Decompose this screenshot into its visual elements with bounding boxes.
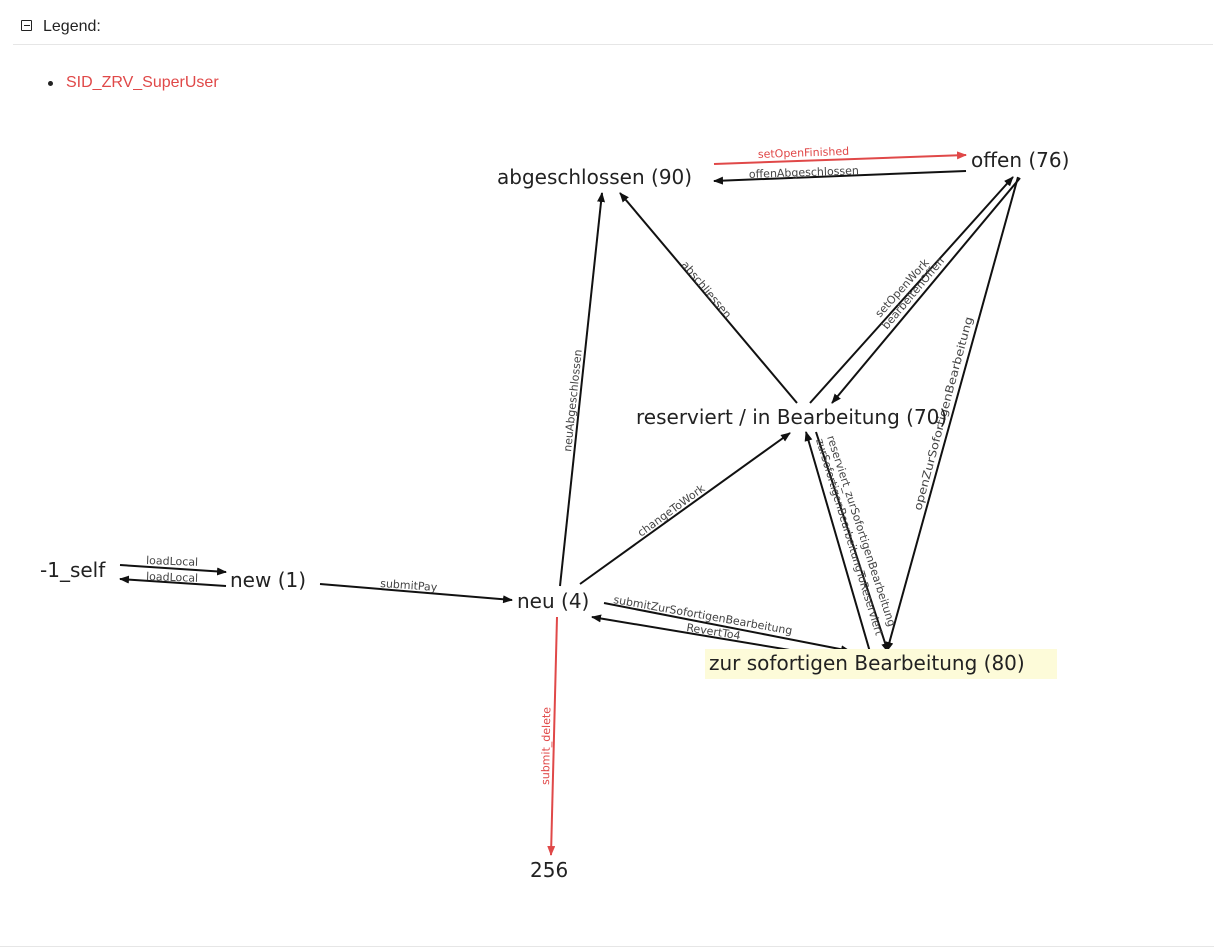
node-reserviert[interactable]: reserviert / in Bearbeitung (70) (636, 405, 947, 429)
legend-item-superuser[interactable]: SID_ZRV_SuperUser (48, 74, 219, 92)
node-offen[interactable]: offen (76) (971, 148, 1069, 172)
label-changeToWork: changeToWork (635, 482, 708, 540)
label-loadLocal-2: loadLocal (146, 570, 198, 585)
node-highlight-bg (705, 649, 1057, 679)
edge-bearbeitenOffen[interactable] (831, 177, 1021, 404)
edge-abschliessen[interactable] (619, 192, 798, 404)
edge-loadLocal-self-to-new[interactable] (119, 564, 227, 576)
edge-loadLocal-new-to-self[interactable] (119, 575, 227, 587)
label-submitPay: submitPay (380, 577, 438, 594)
edge-submitPay[interactable] (319, 583, 513, 604)
node-256[interactable]: 256 (530, 858, 568, 882)
edge-changeToWork[interactable] (579, 432, 791, 585)
legend-list: SID_ZRV_SuperUser (48, 74, 219, 92)
edge-offenAbgeschlossen[interactable] (713, 170, 967, 185)
edge-setOpenWork[interactable] (809, 176, 1014, 404)
edge-setOpenFinished[interactable] (713, 151, 967, 165)
label-submitDelete: submit_delete (539, 707, 553, 785)
node-abgeschlossen[interactable]: abgeschlossen (90) (497, 165, 692, 189)
bottom-divider (0, 946, 1214, 947)
label-setOpenFinished: setOpenFinished (758, 145, 850, 161)
label-sofort-to-reserviert: zurSofortigenBearbeitungToReserviert (813, 437, 886, 637)
label-neuAbgeschlossen: neuAbgeschlossen (561, 349, 585, 453)
node-self[interactable]: -1_self (40, 558, 106, 582)
edge-reserviert-to-sofort[interactable] (815, 431, 890, 653)
node-sofort[interactable]: zur sofortigen Bearbeitung (80) (709, 651, 1025, 675)
edge-sofort-to-reserviert[interactable] (804, 431, 871, 653)
collapse-icon[interactable] (21, 20, 32, 31)
node-new[interactable]: new (1) (230, 568, 306, 592)
label-loadLocal-1: loadLocal (146, 554, 198, 569)
label-offenAbgeschlossen: offenAbgeschlossen (749, 164, 859, 181)
edge-openZurSofortigenBearbeitung[interactable] (885, 176, 1019, 652)
edge-submitDelete[interactable] (547, 616, 558, 856)
legend-header: Legend: (13, 0, 1213, 45)
legend-title: Legend: (43, 18, 101, 35)
edge-submitZurSofortigenBearbeitung[interactable] (603, 602, 851, 654)
edge-neuAbgeschlossen[interactable] (559, 192, 606, 587)
node-neu[interactable]: neu (4) (517, 589, 589, 613)
label-abschliessen: abschliessen (679, 259, 734, 321)
